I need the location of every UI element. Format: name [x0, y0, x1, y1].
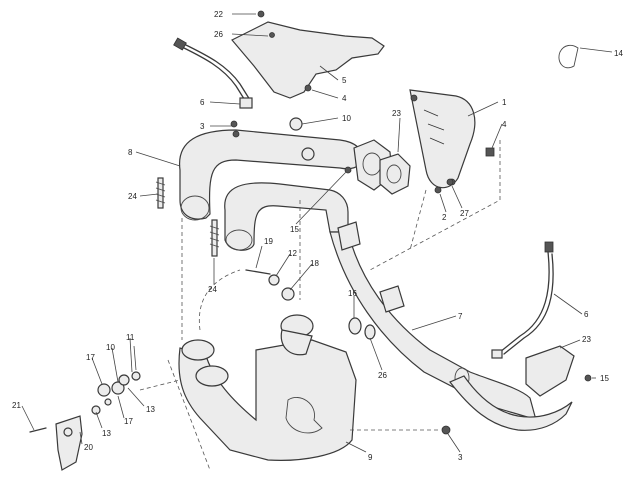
callout-2: 2 [442, 213, 447, 222]
callout-14: 14 [614, 49, 623, 58]
hardware [155, 44, 592, 435]
leader-lines [21, 13, 613, 453]
callout-17: 17 [86, 353, 95, 362]
callout-23: 23 [392, 109, 401, 118]
callout-22: 22 [214, 10, 223, 19]
callout-13: 13 [146, 405, 155, 414]
callout-18: 18 [310, 259, 319, 268]
callout-24b: 24 [208, 285, 217, 294]
callout-8: 8 [128, 148, 133, 157]
callout-1: 1 [502, 98, 507, 107]
callout-15: 15 [290, 225, 299, 234]
callout-6b: 6 [584, 310, 589, 319]
callout-10b: 10 [106, 343, 115, 352]
oxygen-sensor-lower [491, 241, 554, 359]
callout-9: 9 [368, 453, 373, 462]
callout-4: 4 [342, 94, 347, 103]
oxygen-sensor-upper [173, 37, 253, 109]
middle-pipe [329, 221, 537, 421]
assembly-lines [139, 140, 501, 471]
callout-3b: 3 [458, 453, 463, 462]
callout-6: 6 [200, 98, 205, 107]
callout-27: 27 [460, 209, 469, 218]
callout-labels: 22 26 5 4 6 3 10 1 4 8 23 14 24 2 27 15 … [12, 10, 623, 462]
header-pipe-rear [224, 182, 349, 251]
callout-13b: 13 [102, 429, 111, 438]
callout-7: 7 [458, 312, 463, 321]
callout-20: 20 [84, 443, 93, 452]
heat-shield [231, 10, 385, 99]
callout-5: 5 [342, 76, 347, 85]
callout-26b: 26 [378, 371, 387, 380]
callout-4b: 4 [502, 120, 507, 129]
mount-bracket [29, 371, 141, 471]
header-pipe-front [179, 129, 363, 221]
callout-16: 16 [348, 289, 357, 298]
callout-11: 11 [126, 333, 135, 342]
callout-17b: 17 [124, 417, 133, 426]
callout-12: 12 [288, 249, 297, 258]
connecting-pipe [449, 345, 575, 431]
silencer [178, 314, 357, 461]
callout-24: 24 [128, 192, 137, 201]
callout-21: 21 [12, 401, 21, 410]
exhaust-flange [353, 139, 411, 195]
callout-15b: 15 [600, 374, 609, 383]
callout-3: 3 [200, 122, 205, 131]
callout-23b: 23 [582, 335, 591, 344]
callout-10: 10 [342, 114, 351, 123]
side-heat-shield [409, 89, 476, 189]
callout-26: 26 [214, 30, 223, 39]
callout-19: 19 [264, 237, 273, 246]
